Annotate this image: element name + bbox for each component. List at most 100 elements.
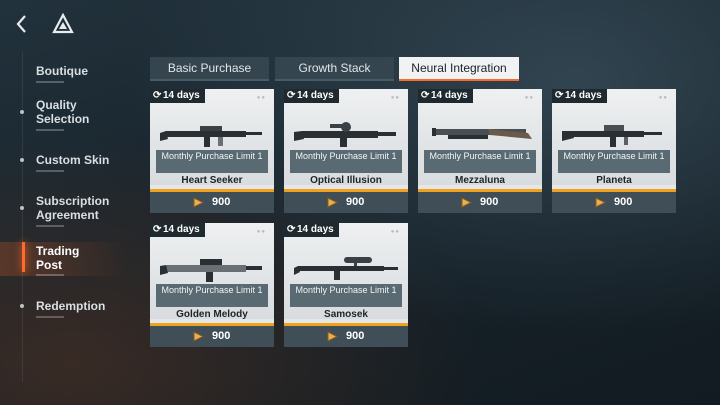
sidebar-item-custom-skin[interactable]: Custom Skin bbox=[0, 152, 130, 172]
purchase-limit: Monthly Purchase Limit 1 bbox=[290, 150, 402, 173]
purchase-limit: Monthly Purchase Limit 1 bbox=[424, 150, 536, 173]
sidebar-item-subscription-agreement[interactable]: Subscription Agreement bbox=[0, 194, 130, 228]
sidebar-item-label: Redemption bbox=[36, 299, 106, 313]
duration-badge: ⟳14 days bbox=[552, 89, 607, 103]
duration-text: 14 days bbox=[565, 90, 602, 101]
sidebar-dot bbox=[20, 158, 24, 162]
dots-icon: ●● bbox=[256, 95, 266, 101]
dots-icon: ●● bbox=[658, 95, 668, 101]
purchase-limit: Monthly Purchase Limit 1 bbox=[156, 284, 268, 307]
price-row: 900 bbox=[150, 192, 274, 213]
sidebar-item-boutique[interactable]: Boutique bbox=[0, 62, 130, 83]
refresh-icon: ⟳ bbox=[287, 90, 296, 101]
duration-badge: ⟳14 days bbox=[284, 89, 339, 103]
rifle-icon bbox=[294, 122, 396, 147]
sidebar-item-underline bbox=[36, 170, 64, 172]
product-card-mezzaluna[interactable]: ⟳14 days ●● Monthly Purchase Limit 1 Mez… bbox=[418, 89, 542, 213]
sidebar-item-underline bbox=[36, 81, 64, 83]
rifle-icon bbox=[160, 126, 262, 147]
dots-icon: ●● bbox=[524, 95, 534, 101]
tab-basic-purchase[interactable]: Basic Purchase bbox=[150, 57, 269, 81]
price-stripe bbox=[284, 323, 408, 326]
product-card-planeta[interactable]: ⟳14 days ●● Monthly Purchase Limit 1 Pla… bbox=[552, 89, 676, 213]
dots-icon: ●● bbox=[256, 229, 266, 235]
triangle-logo-icon bbox=[52, 13, 74, 34]
sidebar-item-label: Trading Post bbox=[36, 244, 80, 272]
rifle-icon bbox=[562, 125, 662, 147]
sidebar-item-redemption[interactable]: Redemption bbox=[0, 298, 130, 318]
price-row: 900 bbox=[418, 192, 542, 213]
tab-neural-integration[interactable]: Neural Integration bbox=[399, 57, 519, 81]
price-row: 900 bbox=[150, 326, 274, 347]
duration-text: 14 days bbox=[431, 90, 468, 101]
duration-text: 14 days bbox=[297, 90, 334, 101]
duration-badge: ⟳14 days bbox=[284, 223, 339, 237]
sidebar-item-label: Quality Selection bbox=[36, 98, 90, 126]
duration-badge: ⟳14 days bbox=[150, 223, 205, 237]
rifle-icon bbox=[160, 259, 262, 282]
dots-icon: ●● bbox=[390, 95, 400, 101]
price-row: 900 bbox=[284, 326, 408, 347]
price-row: 900 bbox=[284, 192, 408, 213]
price-value: 900 bbox=[346, 196, 365, 208]
coin-icon bbox=[193, 197, 205, 208]
top-bar bbox=[0, 0, 720, 48]
product-name: Optical Illusion bbox=[310, 175, 382, 186]
refresh-icon: ⟳ bbox=[153, 90, 162, 101]
price-stripe bbox=[150, 323, 274, 326]
sidebar-item-trading-post[interactable]: Trading Post bbox=[0, 242, 130, 276]
sidebar-item-label: Boutique bbox=[36, 64, 88, 78]
sidebar-item-label: Subscription Agreement bbox=[36, 194, 110, 222]
sidebar-dot bbox=[20, 110, 24, 114]
product-card-samosek[interactable]: ⟳14 days ●● Monthly Purchase Limit 1 Sam… bbox=[284, 223, 408, 347]
coin-icon bbox=[461, 197, 473, 208]
sidebar-item-quality-selection[interactable]: Quality Selection bbox=[0, 98, 130, 132]
refresh-icon: ⟳ bbox=[555, 90, 564, 101]
sidebar-rail bbox=[22, 52, 23, 382]
refresh-icon: ⟳ bbox=[153, 224, 162, 235]
purchase-limit: Monthly Purchase Limit 1 bbox=[156, 150, 268, 173]
product-name: Samosek bbox=[324, 309, 368, 320]
purchase-limit: Monthly Purchase Limit 1 bbox=[290, 284, 402, 307]
dots-icon: ●● bbox=[390, 229, 400, 235]
duration-badge: ⟳14 days bbox=[418, 89, 473, 103]
sidebar: Boutique Quality Selection Custom Skin S… bbox=[0, 52, 130, 392]
sidebar-dot bbox=[20, 304, 24, 308]
product-name: Golden Melody bbox=[176, 309, 248, 320]
chevron-left-icon[interactable] bbox=[10, 12, 34, 36]
refresh-icon: ⟳ bbox=[421, 90, 430, 101]
sidebar-item-label: Custom Skin bbox=[36, 153, 110, 167]
price-value: 900 bbox=[480, 196, 499, 208]
refresh-icon: ⟳ bbox=[287, 224, 296, 235]
price-value: 900 bbox=[614, 196, 633, 208]
product-card-golden-melody[interactable]: ⟳14 days ●● Monthly Purchase Limit 1 Gol… bbox=[150, 223, 274, 347]
coin-icon bbox=[327, 197, 339, 208]
coin-icon bbox=[327, 331, 339, 342]
product-name: Mezzaluna bbox=[454, 175, 505, 186]
tab-growth-stack[interactable]: Growth Stack bbox=[275, 57, 394, 81]
product-name: Planeta bbox=[596, 175, 632, 186]
duration-text: 14 days bbox=[163, 90, 200, 101]
sidebar-dot bbox=[20, 206, 24, 210]
purchase-limit: Monthly Purchase Limit 1 bbox=[558, 150, 670, 173]
sidebar-item-underline bbox=[36, 274, 64, 276]
sidebar-item-underline bbox=[36, 129, 64, 131]
active-indicator bbox=[22, 242, 25, 272]
price-value: 900 bbox=[212, 196, 231, 208]
coin-icon bbox=[193, 331, 205, 342]
price-stripe bbox=[418, 189, 542, 192]
sniper-rifle-icon bbox=[294, 257, 398, 280]
price-stripe bbox=[150, 189, 274, 192]
price-value: 900 bbox=[346, 330, 365, 342]
shotgun-icon bbox=[432, 128, 532, 139]
product-name: Heart Seeker bbox=[181, 175, 243, 186]
duration-text: 14 days bbox=[297, 224, 334, 235]
coin-icon bbox=[595, 197, 607, 208]
price-row: 900 bbox=[552, 192, 676, 213]
sidebar-item-underline bbox=[36, 316, 64, 318]
product-card-heart-seeker[interactable]: ⟳14 days ●● Monthly Purchase Limit 1 Hea… bbox=[150, 89, 274, 213]
duration-badge: ⟳14 days bbox=[150, 89, 205, 103]
sidebar-item-underline bbox=[36, 225, 64, 227]
price-stripe bbox=[284, 189, 408, 192]
product-card-optical-illusion[interactable]: ⟳14 days ●● Monthly Purchase Limit 1 Opt… bbox=[284, 89, 408, 213]
